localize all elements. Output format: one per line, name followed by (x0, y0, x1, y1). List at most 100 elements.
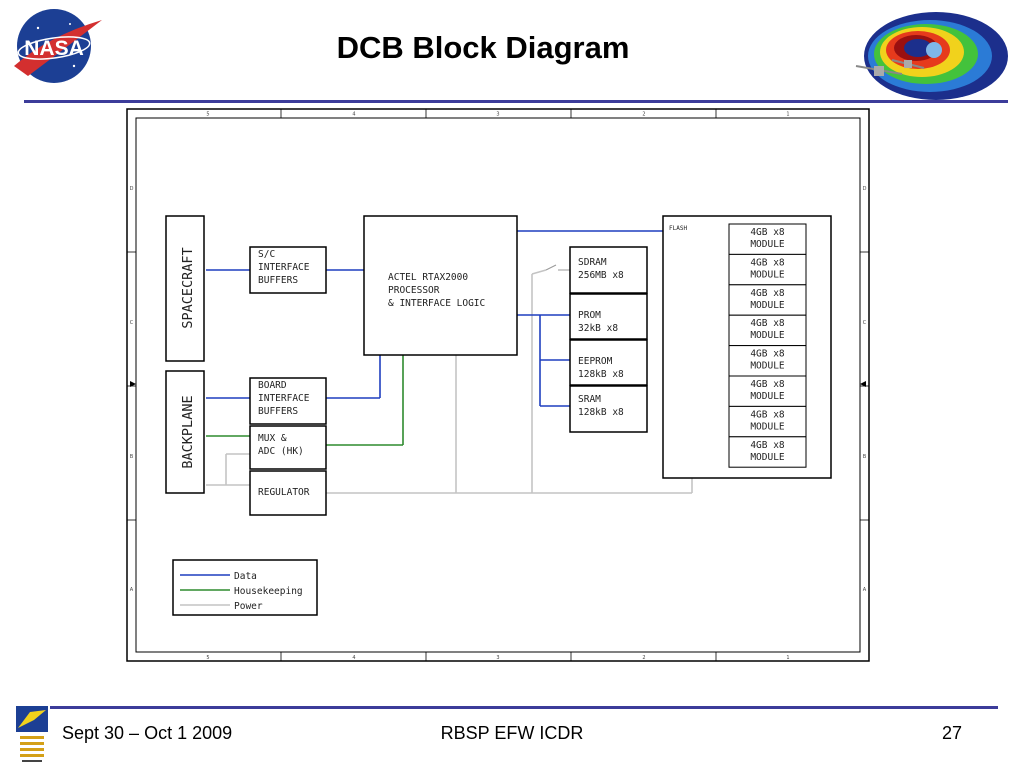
tick-right-a: A (863, 587, 867, 593)
header-divider (24, 100, 1008, 103)
nasa-logo-text: NASA (24, 37, 84, 60)
flash-module-8-line-1: 4GB x8 (750, 440, 785, 451)
mux-adc-line-1: MUX & (258, 433, 287, 444)
board-interface-buffers-line-1: BOARD (258, 380, 287, 391)
processor-line-2: PROCESSOR (388, 285, 440, 296)
inner-frame (135, 117, 861, 653)
tick-right-c: C (863, 320, 867, 326)
tick-left-d: D (130, 186, 134, 192)
flash-label: FLASH (669, 225, 687, 232)
tick-right-b: B (863, 454, 867, 460)
tick-top-1: 1 (786, 112, 789, 118)
flash-module-8-line-2: MODULE (750, 452, 785, 463)
sdram-line-2: 256MB x8 (578, 270, 624, 281)
tick-left-c: C (130, 320, 134, 326)
flash-module-boxes (728, 223, 807, 468)
sdram-line-1: SDRAM (578, 257, 607, 268)
sram-block (569, 385, 648, 433)
footer-date: Sept 30 – Oct 1 2009 (62, 723, 233, 743)
legend-data-label: Data (234, 571, 257, 582)
eeprom-block (569, 339, 648, 386)
sram-line-1: SRAM (578, 394, 601, 405)
flash-module-4-line-2: MODULE (750, 330, 785, 341)
footer-event: RBSP EFW ICDR (440, 723, 584, 743)
flash-module-7-line-2: MODULE (750, 421, 785, 432)
flash-module-1-line-2: MODULE (750, 239, 785, 250)
flash-module-3-line-2: MODULE (750, 300, 785, 311)
eeprom-line-2: 128kB x8 (578, 369, 624, 380)
legend: Data Housekeeping Power (180, 571, 303, 612)
prom-line-1: PROM (578, 310, 601, 321)
processor-line-3: & INTERFACE LOGIC (388, 298, 485, 309)
page-number: 27 (941, 723, 962, 743)
legend-box (172, 559, 318, 616)
sdram-block (569, 246, 648, 294)
flash-module-3-line-1: 4GB x8 (750, 288, 785, 299)
sc-interface-buffers-line-3: BUFFERS (258, 275, 298, 286)
regulator-label: REGULATOR (258, 487, 310, 498)
radiation-belt-logo (852, 8, 1014, 104)
tick-top-5: 5 (206, 112, 209, 118)
tick-bottom-4: 4 (352, 655, 355, 661)
right-arrow-marker (860, 381, 866, 387)
backplane-label: BACKPLANE (180, 395, 196, 468)
flash-module-7-line-1: 4GB x8 (750, 409, 785, 420)
flash-module-3-box (728, 284, 807, 316)
diagram-svg: 5 4 3 2 1 5 4 3 2 1 D C B A D C B A (126, 108, 870, 662)
nasa-logo: NASA (8, 6, 104, 86)
flash-module-2-line-1: 4GB x8 (750, 257, 785, 268)
flash-module-4-line-1: 4GB x8 (750, 318, 785, 329)
prom-block (569, 293, 648, 340)
board-interface-buffers-line-2: INTERFACE (258, 393, 310, 404)
tick-top-4: 4 (352, 112, 355, 118)
dcb-block-diagram: 5 4 3 2 1 5 4 3 2 1 D C B A D C B A (126, 108, 870, 662)
sc-interface-buffers-line-1: S/C (258, 249, 275, 260)
flash-module-5-line-2: MODULE (750, 361, 785, 372)
processor-block (363, 215, 518, 356)
legend-power-label: Power (234, 601, 263, 612)
flash-module-5-box (728, 345, 807, 377)
tick-right-d: D (863, 186, 867, 192)
flash-module-1-box (728, 223, 807, 255)
tick-bottom-1: 1 (786, 655, 789, 661)
mux-adc-line-2: ADC (HK) (258, 446, 304, 457)
regulator-block (249, 470, 327, 516)
footer-divider (50, 706, 998, 709)
spacecraft-block (165, 215, 205, 362)
board-interface-buffers-line-3: BUFFERS (258, 406, 298, 417)
flash-module-7-box (728, 405, 807, 438)
flash-module-4-box (728, 314, 807, 347)
frame-tick-labels: 5 4 3 2 1 5 4 3 2 1 D C B A D C B A (130, 112, 867, 662)
spacecraft-label: SPACECRAFT (180, 247, 196, 328)
flash-module-1-line-1: 4GB x8 (750, 227, 785, 238)
tick-bottom-2: 2 (642, 655, 645, 661)
data-lines (206, 230, 663, 407)
flash-module-6-line-2: MODULE (750, 391, 785, 402)
housekeeping-lines (206, 355, 404, 446)
tick-bottom-5: 5 (206, 655, 209, 661)
legend-housekeeping-label: Housekeeping (234, 586, 303, 597)
sc-interface-buffers-line-2: INTERFACE (258, 262, 310, 273)
left-arrow-marker (130, 381, 136, 387)
slide-title: DCB Block Diagram (336, 30, 630, 65)
eeprom-line-1: EEPROM (578, 356, 613, 367)
tick-top-2: 2 (642, 112, 645, 118)
backplane-block (165, 370, 205, 494)
flash-module-6-line-1: 4GB x8 (750, 379, 785, 390)
outer-frame (126, 108, 870, 662)
tick-bottom-3: 3 (496, 655, 499, 661)
flash-module-5-line-1: 4GB x8 (750, 349, 785, 360)
board-interface-buffers-block (249, 377, 327, 425)
tick-top-3: 3 (496, 112, 499, 118)
flash-module-8-box (728, 436, 807, 468)
mux-adc-block (249, 425, 327, 470)
tick-left-b: B (130, 454, 134, 460)
sram-line-2: 128kB x8 (578, 407, 624, 418)
flash-module-2-line-2: MODULE (750, 269, 785, 280)
prom-line-2: 32kB x8 (578, 323, 618, 334)
processor-line-1: ACTEL RTAX2000 (388, 272, 468, 283)
sc-interface-buffers-block (249, 246, 327, 294)
ssl-logo (16, 706, 48, 766)
tick-left-a: A (130, 587, 134, 593)
